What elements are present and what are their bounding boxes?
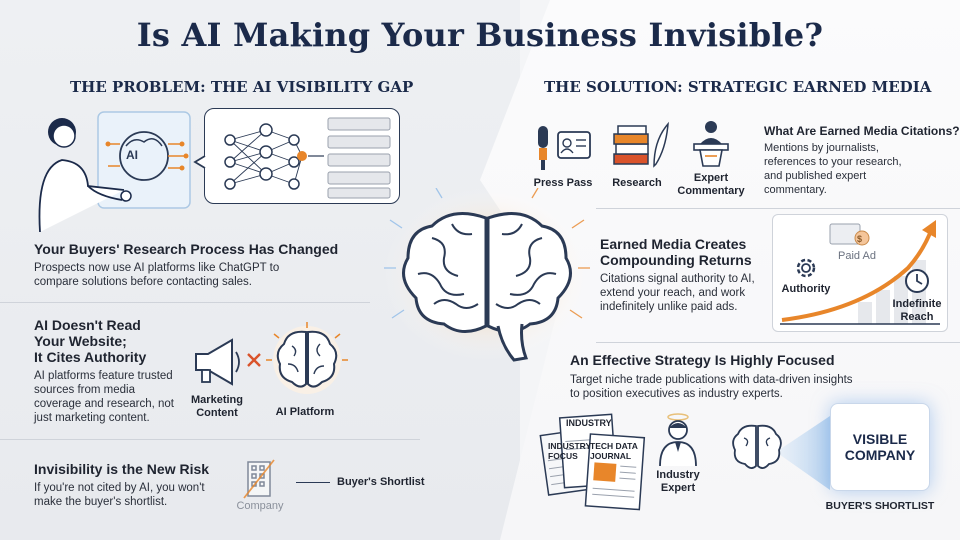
problem-section-title: THE PROBLEM: THE AI VISIBILITY GAP [70, 78, 414, 96]
left-divider-1 [0, 302, 370, 303]
industry-expert-label-line1: Industry [656, 469, 700, 481]
research-heading: Your Buyers' Research Process Has Change… [34, 241, 339, 257]
publication-3-title-line2: JOURNAL [590, 451, 632, 461]
strategy-body-line1: Target niche trade publications with dat… [570, 374, 853, 386]
invisibility-body-line1: If you're not cited by AI, you won't [34, 482, 205, 494]
compounding-heading-line1: Earned Media Creates [600, 236, 747, 252]
right-divider-2 [596, 342, 960, 343]
citations-body-line1: Mentions by journalists, [764, 142, 879, 154]
authority-body-line2: sources from media [34, 384, 135, 396]
compounding-heading-line2: Compounding Returns [600, 252, 752, 268]
authority-heading-line3: It Cites Authority [34, 349, 147, 365]
citations-heading: What Are Earned Media Citations? [764, 124, 960, 138]
ai-platform-label: AI Platform [275, 406, 335, 418]
research-body-line1: Prospects now use AI platforms like Chat… [34, 262, 280, 274]
compounding-body-line2: extend your reach, and work [600, 287, 746, 299]
shortlist-arrow-line [296, 482, 330, 483]
publication-2-title-line1: INDUSTRY [548, 441, 592, 451]
paid-ad-dollar-symbol: $ [857, 234, 863, 244]
compounding-body-line3: indefinitely unlike paid ads. [600, 301, 738, 313]
megaphone-icon [195, 338, 261, 386]
citations-body-line4: commentary. [764, 184, 827, 196]
strategy-body-line2: to position executives as industry exper… [570, 388, 783, 400]
industry-expert-icon [659, 413, 697, 467]
press-pass-label: Press Pass [533, 177, 593, 189]
ai-platform-brain-icon [266, 322, 348, 394]
marketing-content-label-line1: Marketing [191, 394, 243, 406]
compounding-body-line1: Citations signal authority to AI, [600, 273, 755, 285]
publication-1-title: INDUSTRY [566, 418, 612, 428]
expert-commentary-label-line2: Commentary [677, 185, 745, 197]
solution-section-title: THE SOLUTION: STRATEGIC EARNED MEDIA [544, 78, 932, 96]
visible-company-line2: COMPANY [844, 447, 916, 463]
left-divider-2 [0, 439, 420, 440]
page-title: Is AI Making Your Business Invisible? [136, 16, 824, 54]
focused-brain-beam-icon [732, 416, 830, 490]
authority-heading-line2: Your Website; [34, 333, 127, 349]
company-label: Company [236, 500, 284, 512]
visible-company-card: VISIBLE COMPANY [830, 403, 930, 491]
research-label: Research [612, 177, 662, 189]
marketing-content-label-line2: Content [196, 407, 238, 419]
invisibility-body-line2: make the buyer's shortlist. [34, 496, 168, 508]
authority-label: Authority [781, 283, 831, 295]
citations-body-line2: references to your research, [764, 156, 902, 168]
authority-body-line4: just marketing content. [34, 412, 150, 424]
indefinite-reach-label-line1: Indefinite [892, 298, 942, 310]
faded-company-building-icon [243, 459, 275, 499]
strategy-heading: An Effective Strategy Is Highly Focused [570, 352, 835, 368]
authority-body-line3: coverage and research, not [34, 398, 175, 410]
indefinite-reach-label-line2: Reach [900, 311, 934, 323]
authority-heading-line1: AI Doesn't Read [34, 317, 141, 333]
buyers-shortlist-caption: BUYER'S SHORTLIST [825, 500, 935, 512]
research-books-icon [613, 121, 669, 168]
visible-company-line1: VISIBLE [852, 431, 908, 447]
citations-body-line3: and published expert [764, 170, 867, 182]
industry-expert-label-line2: Expert [660, 482, 696, 494]
authority-gear-icon [796, 258, 816, 278]
paid-ad-label: Paid Ad [838, 250, 876, 262]
right-divider-1 [596, 208, 960, 209]
clock-icon [905, 269, 929, 293]
buyers-shortlist-label: Buyer's Shortlist [337, 476, 425, 488]
invisibility-heading: Invisibility is the New Risk [34, 461, 210, 477]
trade-publications-icon [539, 413, 646, 511]
research-body-line2: compare solutions before contacting sale… [34, 276, 252, 288]
expert-commentary-label-line1: Expert [693, 172, 729, 184]
person-using-ai-screen-icon [38, 111, 191, 233]
central-brain-icon [383, 188, 591, 362]
podium-icon [693, 121, 729, 167]
authority-body-line1: AI platforms feature trusted [34, 370, 173, 382]
publication-2-title-line2: FOCUS [548, 451, 578, 461]
publication-3-title-line1: TECH DATA [590, 441, 638, 451]
neural-network-icon [193, 117, 391, 199]
press-pass-icon [538, 126, 591, 170]
screen-ai-label: AI [126, 148, 138, 162]
